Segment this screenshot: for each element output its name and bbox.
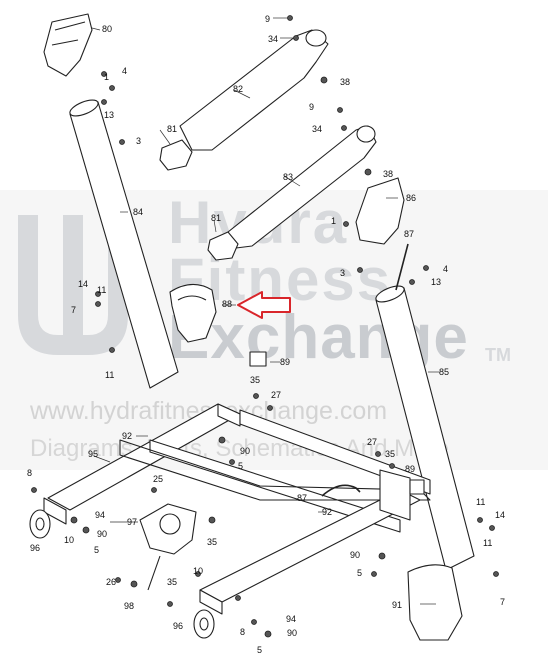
callout-92: 92: [122, 431, 133, 441]
callout-7b: 7: [500, 597, 506, 607]
callout-96b: 96: [173, 621, 184, 631]
highlight-arrow: [237, 291, 291, 319]
callout-34b: 34: [312, 124, 323, 134]
callout-84: 84: [133, 207, 144, 217]
callout-26: 26: [106, 577, 117, 587]
callout-5c: 5: [357, 568, 363, 578]
callout-82: 82: [233, 84, 244, 94]
watermark-tagline: Diagrams, Parts, Schematics And More: [30, 435, 449, 462]
part-81-endcap-a: [159, 139, 193, 171]
callout-4: 4: [122, 66, 128, 76]
callout-11d: 11: [483, 538, 493, 548]
callout-96: 96: [30, 543, 41, 553]
callout-10b: 10: [193, 566, 204, 576]
callout-89b: 89: [405, 464, 416, 474]
part-95-base-rail: [43, 497, 67, 525]
callout-27b: 27: [367, 437, 378, 447]
callout-11b: 11: [105, 370, 115, 380]
callout-8: 8: [27, 468, 33, 478]
part-83-handlebar: [227, 125, 377, 249]
callout-14: 14: [78, 279, 89, 289]
callout-97: 97: [127, 517, 138, 527]
callout-81b: 81: [211, 213, 222, 223]
watermark-trademark: TM: [485, 345, 511, 365]
callout-9: 9: [265, 14, 271, 24]
callout-11c: 11: [476, 497, 486, 507]
part-91-foot: [407, 564, 463, 641]
callout-35d: 35: [167, 577, 178, 587]
callout-9b: 9: [309, 102, 315, 112]
callout-8b: 8: [240, 627, 246, 637]
callout-5: 5: [238, 461, 244, 471]
callout-38: 38: [340, 77, 351, 87]
callout-1b: 1: [331, 216, 337, 226]
callout-27: 27: [271, 390, 282, 400]
callout-86: 86: [406, 193, 417, 203]
callout-13: 13: [104, 110, 115, 120]
part-89-bracket-top: [249, 351, 267, 367]
part-84-upright: [69, 101, 179, 389]
callout-95: 95: [88, 449, 99, 459]
callout-38b: 38: [383, 169, 394, 179]
part-80-cap: [43, 13, 93, 77]
callout-3b: 3: [340, 268, 346, 278]
callout-35: 35: [250, 375, 261, 385]
callout-5d: 5: [257, 645, 263, 655]
part-89-bracket-right: [409, 479, 425, 495]
callout-13b: 13: [431, 277, 442, 287]
callout-81: 81: [167, 124, 178, 134]
callout-85: 85: [439, 367, 450, 377]
callout-7: 7: [71, 305, 77, 315]
callout-83: 83: [283, 172, 294, 182]
callout-10: 10: [64, 535, 75, 545]
callout-1: 1: [104, 72, 110, 82]
callout-89: 89: [280, 357, 291, 367]
part-82-handlebar: [179, 29, 329, 151]
part-87-wire: [321, 484, 361, 497]
callout-90d: 90: [287, 628, 298, 638]
watermark-logo: [18, 215, 128, 355]
callout-35c: 35: [207, 537, 218, 547]
callout-35b: 35: [385, 449, 396, 459]
callout-87: 87: [404, 229, 415, 239]
callout-88: 88: [222, 299, 233, 309]
callout-4b: 4: [443, 264, 449, 274]
callout-34: 34: [268, 34, 279, 44]
callout-90c: 90: [350, 550, 361, 560]
callout-91: 91: [392, 600, 403, 610]
part-81-endcap-b: [207, 231, 239, 261]
callout-5b: 5: [94, 545, 100, 555]
callout-94: 94: [95, 510, 106, 520]
callout-87b: 87: [297, 493, 308, 503]
callout-98: 98: [124, 601, 135, 611]
callout-3: 3: [136, 136, 142, 146]
callout-94b: 94: [286, 614, 297, 624]
callout-90b: 90: [97, 529, 108, 539]
callout-25: 25: [153, 474, 164, 484]
part-96-wheel-left: [29, 509, 51, 539]
part-96-wheel-right: [193, 609, 215, 639]
callout-80: 80: [102, 24, 113, 34]
callout-11: 11: [97, 285, 107, 295]
part-86-cap: [355, 177, 405, 245]
callout-92b: 92: [322, 507, 333, 517]
callout-90: 90: [240, 446, 251, 456]
callout-14b: 14: [495, 510, 506, 520]
part-92-crossbar: [47, 403, 241, 511]
part-88-shroud: [169, 283, 217, 343]
